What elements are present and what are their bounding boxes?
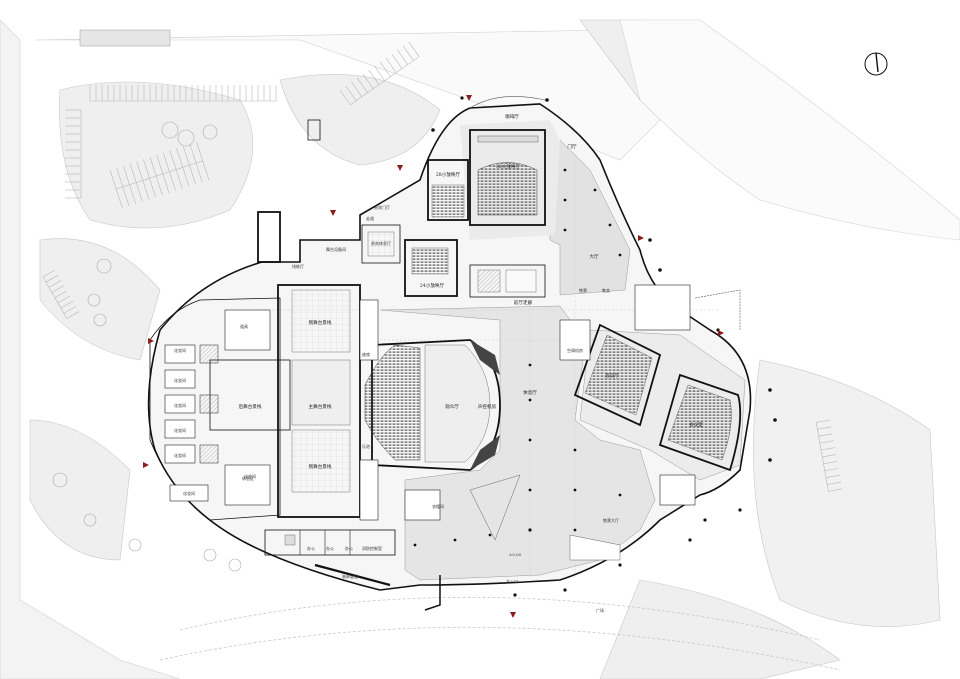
label-rear-stage: 后舞台景栈 bbox=[239, 403, 262, 410]
label-sound-room: 声控机房 bbox=[478, 403, 497, 410]
label-dressing-left-4: 化妆间 bbox=[174, 427, 186, 433]
cinema-hall-38 bbox=[469, 129, 546, 226]
label-orchestra: 乐池 bbox=[362, 443, 370, 449]
label-door-hall: 门厅 bbox=[567, 143, 577, 150]
label-hall-38: 38大放映厅 bbox=[496, 163, 521, 170]
label-prop-room: 道具 bbox=[240, 323, 248, 329]
north-arrow-icon bbox=[864, 52, 888, 76]
cinema-hall-24 bbox=[404, 239, 458, 297]
label-meeting-hall: 会议厅 bbox=[605, 372, 619, 379]
label-dressing-left-5: 化妆间 bbox=[174, 452, 186, 458]
label-lounge: 休息区 bbox=[242, 475, 254, 481]
west-service-band bbox=[149, 297, 281, 521]
label-hall-28: 28小放映厅 bbox=[436, 171, 461, 178]
column-dot-icon bbox=[413, 96, 777, 597]
label-seating: 座席 bbox=[362, 351, 370, 357]
label-sub-stage-bottom: 侧舞台景栈 bbox=[309, 463, 332, 470]
room-labels: 咖啡厅 门厅 大厅 28小放映厅 38大放映厅 24小放映厅 售票 售卖 贵宾门… bbox=[174, 113, 703, 613]
label-vip-lounge: 贵宾休息厅 bbox=[371, 240, 391, 246]
label-ticket-hall: 售票大厅 bbox=[603, 517, 619, 523]
label-foyer-corridor: 前厅走廊 bbox=[514, 299, 533, 306]
label-shop: 售卖 bbox=[602, 287, 610, 293]
label-rehearsal: 排练厅 bbox=[292, 263, 304, 269]
label-loading-ramp: 装卸坡道 bbox=[342, 573, 358, 579]
vip-lounge bbox=[361, 224, 401, 264]
label-plaza: 广场 bbox=[596, 607, 604, 613]
label-main-entrance: 主入口 bbox=[506, 578, 518, 584]
main-auditorium bbox=[364, 339, 501, 471]
label-corridor-top: 走道 bbox=[366, 215, 374, 221]
label-ticket: 售票 bbox=[579, 287, 587, 293]
label-auditorium: 观众厅 bbox=[445, 404, 459, 410]
label-dressing-left-3: 化妆间 bbox=[174, 402, 186, 408]
label-hall-24: 24小放映厅 bbox=[420, 282, 445, 289]
site-landscape bbox=[0, 19, 960, 679]
label-cafe: 咖啡厅 bbox=[505, 113, 519, 120]
south-offices bbox=[264, 529, 396, 587]
label-office-3: 办公 bbox=[345, 545, 353, 551]
label-conference-room: 会议室 bbox=[689, 421, 703, 428]
triangle-marker-icon bbox=[143, 95, 724, 618]
label-sub-stage-top: 侧舞台景栈 bbox=[309, 319, 332, 326]
label-vip-entrance: 贵宾门厅 bbox=[374, 204, 390, 210]
label-main-stage: 主舞台景栈 bbox=[309, 403, 332, 410]
label-fire-control: 消防控制室 bbox=[362, 545, 382, 551]
label-ac-room: 空调机房 bbox=[567, 347, 583, 353]
label-dressing-left-1: 化妆间 bbox=[174, 347, 186, 353]
stage-house bbox=[209, 284, 361, 518]
parking-stalls bbox=[42, 29, 843, 492]
label-office-2: 办公 bbox=[326, 545, 334, 551]
label-rest-hall: 休息厅 bbox=[523, 389, 537, 396]
meeting-hall bbox=[573, 323, 662, 427]
label-cloakroom: 衣帽间 bbox=[432, 503, 444, 509]
cinema-hall-28 bbox=[427, 159, 469, 221]
label-stage-equipment: 舞台设备间 bbox=[326, 246, 346, 252]
label-dressing-left-2: 化妆间 bbox=[174, 377, 186, 383]
misc-structures bbox=[257, 96, 741, 611]
label-lobby: 大厅 bbox=[589, 253, 599, 260]
label-dressing-room: 化妆间 bbox=[244, 473, 256, 479]
label-office-1: 办公 bbox=[307, 545, 315, 551]
label-dressing-left-6: 化妆间 bbox=[183, 490, 195, 496]
conference-room bbox=[658, 373, 742, 472]
label-elevation: ±0.00 bbox=[509, 552, 522, 557]
tree-icon bbox=[52, 121, 242, 572]
service-block-top bbox=[469, 264, 546, 298]
